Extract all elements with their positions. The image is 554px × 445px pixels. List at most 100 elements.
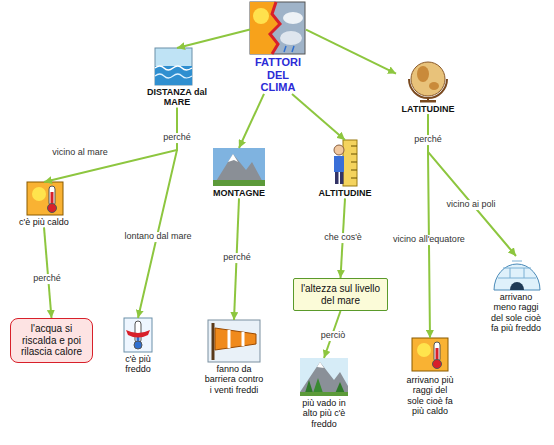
globe-icon [411, 62, 445, 96]
person-ruler-icon [351, 162, 357, 163]
concept-box: l'acqua si riscalda e poi rilascia calor… [10, 318, 93, 363]
cold-thermometer-icon [126, 330, 150, 338]
person-ruler-icon [351, 178, 357, 179]
concept-node: c'è più caldo [19, 182, 69, 227]
concept-text: FATTORI DEL CLIMA [250, 56, 306, 94]
concept-node: MONTAGNE [207, 148, 271, 198]
concept-text: MONTAGNE [207, 188, 271, 198]
link-label: perché [412, 135, 444, 145]
concept-text: fanno da barriera contro i venti freddi [204, 364, 264, 395]
link-label: perché [221, 253, 253, 263]
windsock-icon [208, 320, 260, 362]
globe-icon [409, 62, 447, 103]
person-ruler-icon [334, 140, 357, 186]
concept-node: più vado in alto più c'è freddo [298, 358, 350, 429]
sea-icon [155, 66, 192, 85]
landscape-icon [300, 392, 348, 396]
landscape-icon [317, 362, 324, 368]
sea-icon [155, 74, 192, 78]
globe-icon [420, 100, 436, 103]
person-ruler-icon [334, 145, 344, 155]
weather-icon [284, 46, 286, 52]
concept-node: fanno da barriera contro i venti freddi [204, 320, 264, 395]
concept-text: l'altezza sul livello del mare [298, 283, 383, 306]
hot-thermometer-icon [27, 182, 63, 215]
igloo-icon [510, 268, 511, 278]
link-label: vicino al mare [50, 148, 110, 158]
sea-icon [155, 48, 192, 85]
igloo-icon [494, 261, 540, 290]
concept-text: DISTANZA dal MARE [147, 87, 207, 108]
concept-text: c'è più freddo [115, 354, 161, 375]
sea-icon [155, 66, 192, 70]
person-ruler-icon [351, 146, 357, 147]
connector-arrow [292, 94, 345, 140]
mountain-icon [213, 148, 265, 186]
cold-thermometer-icon [124, 318, 152, 352]
person-ruler-icon [334, 156, 344, 172]
connector-arrow [306, 30, 396, 74]
igloo-icon [498, 261, 536, 278]
person-ruler-icon [351, 154, 357, 155]
concept-node: FATTORI DEL CLIMA [250, 2, 306, 94]
concept-text: l'acqua si riscalda e poi rilascia calor… [15, 323, 88, 358]
concept-node: DISTANZA dal MARE [147, 48, 207, 108]
mountain-icon [213, 148, 265, 186]
concept-text: più vado in alto più c'è freddo [298, 398, 350, 429]
globe-icon [429, 82, 439, 90]
globe-icon [409, 79, 447, 98]
concept-node: arrivano più raggi del sole cioè fa più … [405, 338, 455, 416]
mountain-icon [213, 180, 265, 186]
weather-icon [292, 46, 294, 52]
person-ruler-icon [343, 140, 357, 186]
mountain-icon [213, 154, 265, 186]
globe-icon [417, 66, 429, 82]
concept-text: arrivano più raggi del sole cioè fa più … [405, 375, 455, 416]
person-ruler-icon [335, 172, 339, 184]
hot-thermometer-icon [412, 338, 448, 371]
cold-thermometer-icon [124, 318, 152, 352]
weather-icon [283, 12, 303, 24]
igloo-icon [524, 268, 525, 278]
concept-text: LATITUDINE [396, 104, 460, 114]
concept-node: c'è più freddo [115, 318, 161, 375]
windsock-icon [242, 332, 245, 346]
link-label: perché [161, 133, 193, 143]
concept-node: arrivano meno raggi del sole cioè fa più… [488, 256, 544, 333]
weather-icon [250, 2, 305, 54]
concept-text: arrivano meno raggi del sole cioè fa più… [488, 292, 544, 333]
weather-icon [280, 31, 302, 45]
landscape-icon [300, 358, 348, 396]
link-label: perciò [319, 331, 348, 341]
link-label: vicino all'equatore [391, 235, 467, 245]
link-label: vicino ai poli [444, 200, 497, 210]
mountain-icon [228, 154, 238, 162]
cold-thermometer-icon [135, 321, 141, 343]
connector-arrow [239, 94, 264, 148]
windsock-icon [215, 328, 256, 350]
person-ruler-icon [340, 172, 344, 184]
landscape-icon [300, 358, 348, 396]
sea-icon [155, 48, 192, 85]
concept-box: l'altezza sul livello del mare [293, 278, 388, 311]
igloo-icon [510, 282, 524, 290]
link-label: che cos'è [322, 233, 364, 243]
weather-icon [253, 8, 269, 24]
windsock-icon [228, 330, 231, 348]
windsock-icon [208, 320, 260, 362]
concept-text: c'è più caldo [19, 217, 69, 227]
weather-icon [270, 2, 280, 54]
cold-thermometer-icon [134, 341, 142, 349]
connector-arrow [44, 108, 177, 182]
concept-node: ALTITUDINE [313, 140, 377, 198]
weather-icon [250, 2, 280, 54]
connector-arrow [44, 227, 52, 318]
weather-icon [250, 2, 305, 54]
concept-node: LATITUDINE [396, 60, 460, 114]
person-ruler-icon [351, 170, 357, 171]
windsock-icon [212, 323, 215, 360]
connector-arrow [177, 30, 250, 48]
concept-text: ALTITUDINE [313, 188, 377, 198]
